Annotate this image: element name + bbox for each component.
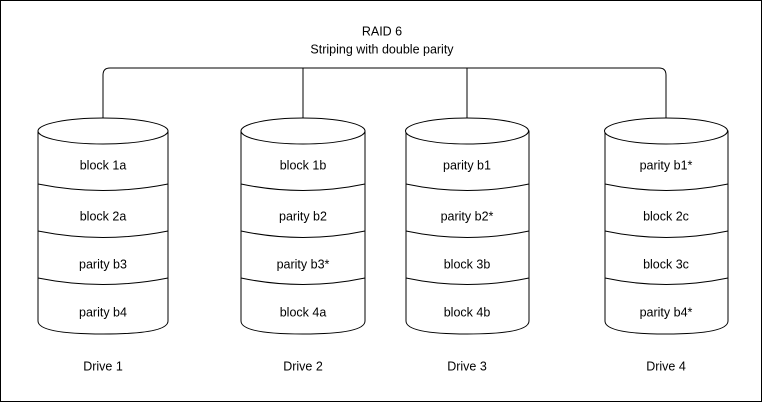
drive-3-divider-1	[405, 183, 530, 191]
drive-2-divider-1	[240, 183, 366, 191]
drive-4-cylinder-top	[604, 117, 728, 145]
drive-2-block-1: block 1b	[280, 158, 327, 172]
drive-2-block-4: block 4a	[280, 305, 327, 319]
drive-1-block-4: parity b4	[79, 305, 127, 319]
drive-1-cylinder-top	[37, 117, 169, 145]
controller-bus	[102, 67, 667, 125]
drive-2-divider-3	[240, 277, 366, 285]
drive-4[interactable]: parity b1* block 2c block 3c parity b4* …	[604, 117, 729, 373]
drive-3-block-3: block 3b	[444, 257, 491, 271]
diagram-title: RAID 6	[362, 24, 402, 38]
drive-3-divider-3	[405, 277, 530, 285]
drive-4-divider-1	[604, 183, 729, 191]
drive-2-block-3: parity b3*	[277, 257, 330, 271]
drive-2-divider-2	[240, 230, 366, 238]
drive-2[interactable]: block 1b parity b2 parity b3* block 4a D…	[240, 117, 366, 373]
drive-3-block-4: block 4b	[444, 305, 491, 319]
drive-3-block-2: parity b2*	[441, 209, 494, 223]
drive-4-divider-2	[604, 230, 729, 238]
drive-1[interactable]: block 1a block 2a parity b3 parity b4 Dr…	[37, 117, 169, 373]
drive-4-block-2: block 2c	[643, 209, 689, 223]
bus-rail	[102, 67, 667, 125]
drive-1-divider-1	[37, 183, 169, 191]
drive-1-label: Drive 1	[83, 359, 123, 373]
drive-3-cylinder-top	[405, 117, 529, 145]
drive-1-divider-3	[37, 277, 169, 285]
drive-1-block-3: parity b3	[79, 257, 127, 271]
drive-4-label: Drive 4	[646, 359, 686, 373]
drive-3[interactable]: parity b1 parity b2* block 3b block 4b D…	[405, 117, 530, 373]
drive-1-block-1: block 1a	[80, 158, 127, 172]
drive-3-label: Drive 3	[447, 359, 487, 373]
drive-3-block-1: parity b1	[443, 158, 491, 172]
drive-4-block-1: parity b1*	[640, 158, 693, 172]
drive-3-divider-2	[405, 230, 530, 238]
drive-4-divider-3	[604, 277, 729, 285]
drive-1-block-2: block 2a	[80, 209, 127, 223]
drive-2-cylinder-top	[240, 117, 366, 145]
drive-2-block-2: parity b2	[279, 209, 327, 223]
drive-2-label: Drive 2	[283, 359, 323, 373]
drive-4-block-4: parity b4*	[640, 305, 693, 319]
drive-4-block-3: block 3c	[643, 257, 689, 271]
drive-1-divider-2	[37, 230, 169, 238]
diagram-subtitle: Striping with double parity	[310, 42, 454, 56]
